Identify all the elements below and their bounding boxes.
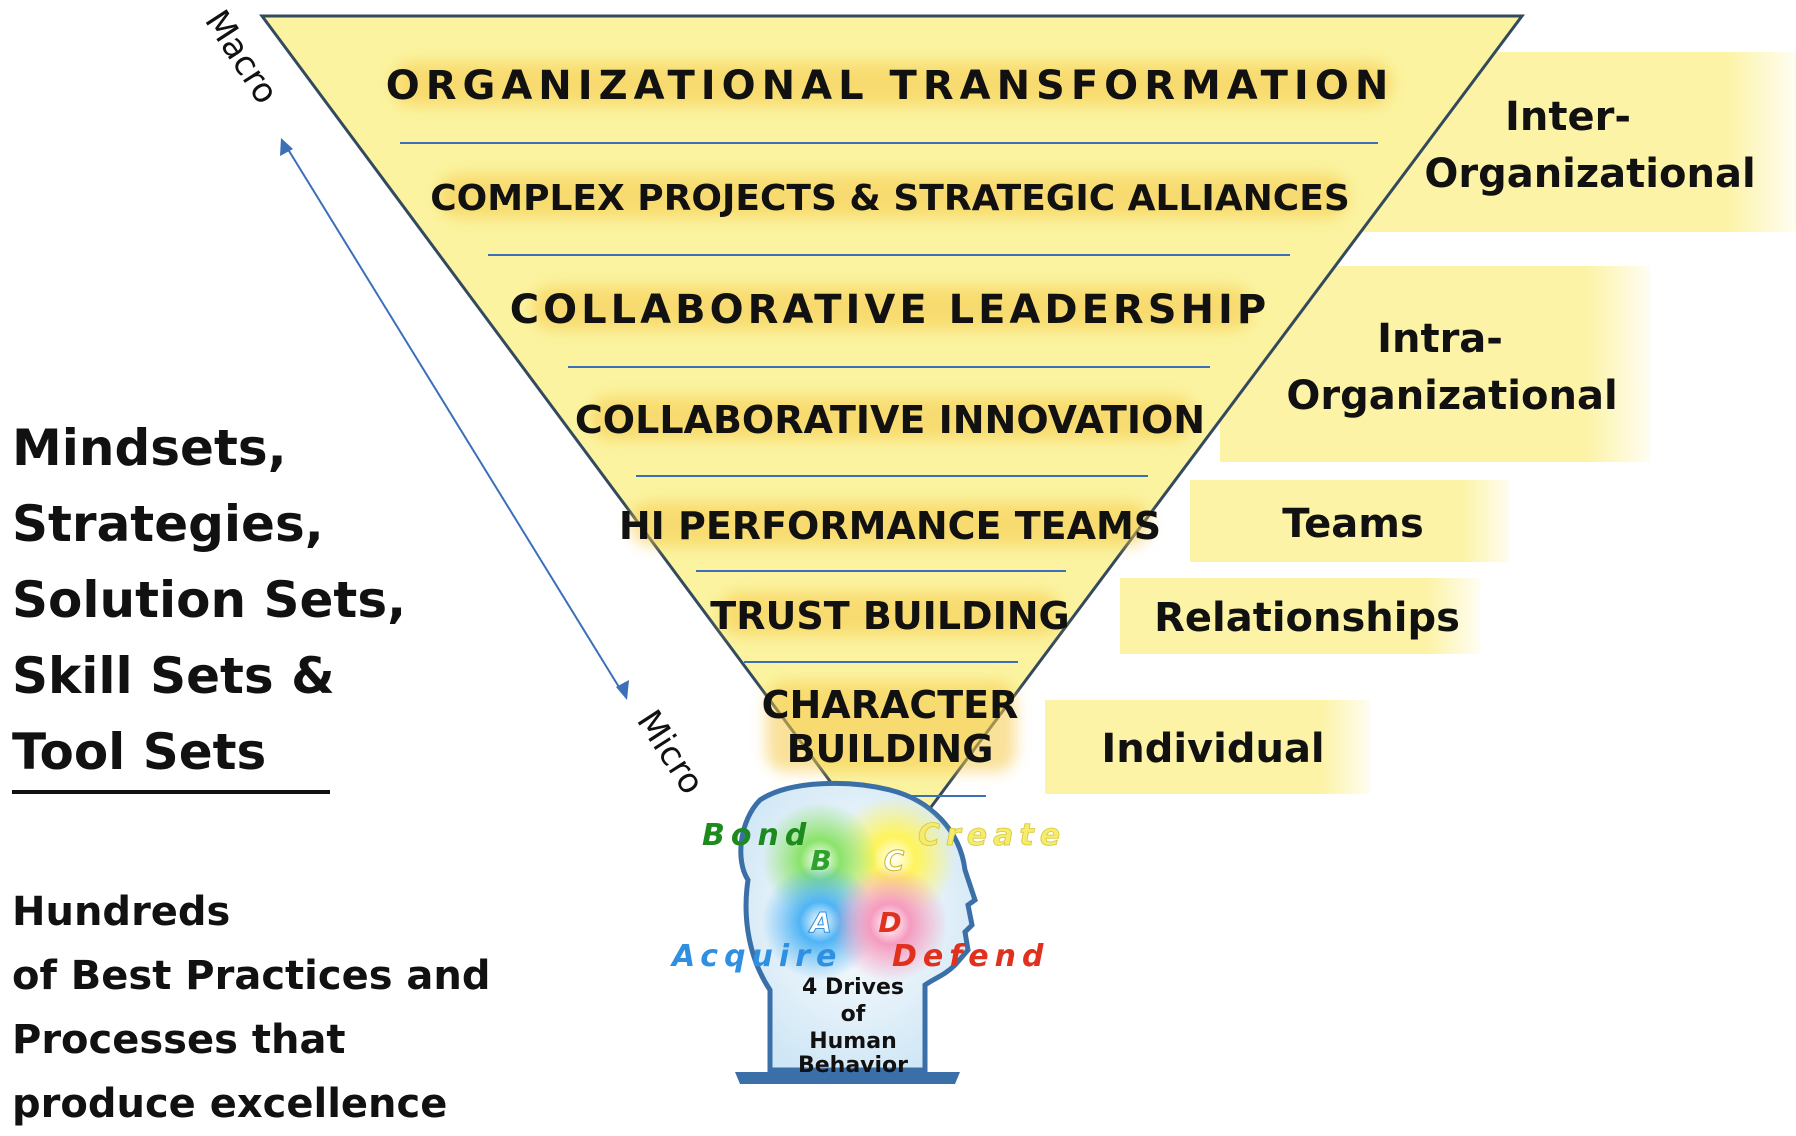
head-illustration: B C A D Bond Create Acquire Defend 4 Dri… bbox=[670, 780, 1066, 1084]
level-trust-building: TRUST BUILDING bbox=[710, 594, 1069, 638]
scope-inter-line2: Organizational bbox=[1424, 151, 1755, 197]
level-building-label: BUILDING bbox=[787, 727, 994, 771]
drive-label-create: Create bbox=[918, 818, 1066, 853]
scope-inter-line1: Inter- bbox=[1505, 94, 1631, 140]
level-collaborative-leadership: COLLABORATIVE LEADERSHIP bbox=[510, 287, 1270, 333]
left-divider bbox=[12, 790, 330, 794]
level-glow bbox=[630, 502, 1150, 546]
left-headline-item: Strategies, bbox=[12, 495, 324, 553]
level-glow bbox=[766, 682, 1016, 772]
left-subtext-line: Hundreds bbox=[12, 889, 231, 935]
level-organizational-transformation: ORGANIZATIONAL TRANSFORMATION bbox=[386, 63, 1395, 109]
axis-arrowhead-up bbox=[280, 138, 293, 156]
head-caption-line: of bbox=[841, 1002, 866, 1027]
left-headline-item: Solution Sets, bbox=[12, 571, 407, 629]
burst-defend bbox=[832, 866, 948, 982]
drive-letter-d: D bbox=[878, 906, 901, 939]
level-complex-projects: COMPLEX PROJECTS & STRATEGIC ALLIANCES bbox=[430, 178, 1350, 219]
level-glow bbox=[392, 62, 1392, 106]
left-headline-list: Mindsets, Strategies, Solution Sets, Ski… bbox=[12, 410, 406, 790]
scope-intra-line1: Intra- bbox=[1377, 316, 1503, 362]
head-caption-line: Behavior bbox=[798, 1053, 908, 1078]
drive-letter-a: A bbox=[808, 906, 832, 939]
drive-label-acquire: Acquire bbox=[670, 939, 842, 974]
left-subtext-line: of Best Practices and bbox=[12, 953, 491, 999]
left-headline-item: Tool Sets bbox=[12, 723, 267, 781]
left-subtext-line: produce excellence bbox=[12, 1081, 448, 1127]
head-caption: 4 Drives of Human Behavior bbox=[798, 975, 908, 1078]
level-collaborative-innovation: COLLABORATIVE INNOVATION bbox=[575, 398, 1205, 442]
level-glow bbox=[532, 286, 1252, 330]
head-caption-line: 4 Drives bbox=[802, 975, 904, 1000]
scope-band-relationships bbox=[1120, 578, 1480, 654]
scope-teams: Teams bbox=[1282, 501, 1424, 547]
drive-letter-c: C bbox=[884, 844, 905, 877]
axis-arrowhead-down bbox=[616, 680, 629, 700]
level-labels: ORGANIZATIONAL TRANSFORMATION COMPLEX PR… bbox=[386, 63, 1395, 771]
scope-relationships: Relationships bbox=[1154, 595, 1460, 641]
scope-individual: Individual bbox=[1101, 726, 1324, 772]
axis-label-micro: Micro bbox=[628, 703, 711, 802]
drive-label-bond: Bond bbox=[702, 818, 812, 853]
left-headline-item: Skill Sets & bbox=[12, 647, 335, 705]
level-glow bbox=[720, 592, 1060, 636]
left-subtext-line: Processes that bbox=[12, 1017, 346, 1063]
head-base bbox=[735, 1072, 960, 1084]
level-character-label: CHARACTER bbox=[762, 683, 1019, 727]
left-headline-item: Mindsets, bbox=[12, 419, 287, 477]
axis-arrow-line bbox=[285, 145, 623, 693]
head-caption-line: Human bbox=[809, 1029, 897, 1054]
level-glow bbox=[438, 174, 1348, 218]
scope-bands bbox=[1045, 52, 1796, 794]
drive-label-defend: Defend bbox=[892, 939, 1049, 974]
scope-band-teams bbox=[1190, 480, 1510, 562]
level-glows bbox=[392, 62, 1392, 772]
scope-band-individual bbox=[1045, 700, 1370, 794]
level-hi-performance-teams: HI PERFORMANCE TEAMS bbox=[619, 504, 1161, 548]
level-glow bbox=[590, 396, 1194, 440]
scope-intra-line2: Organizational bbox=[1286, 373, 1617, 419]
scope-labels: Inter- Organizational Intra- Organizatio… bbox=[1101, 94, 1755, 772]
drive-letter-b: B bbox=[810, 844, 831, 877]
left-subtext: Hundreds of Best Practices and Processes… bbox=[12, 880, 491, 1136]
